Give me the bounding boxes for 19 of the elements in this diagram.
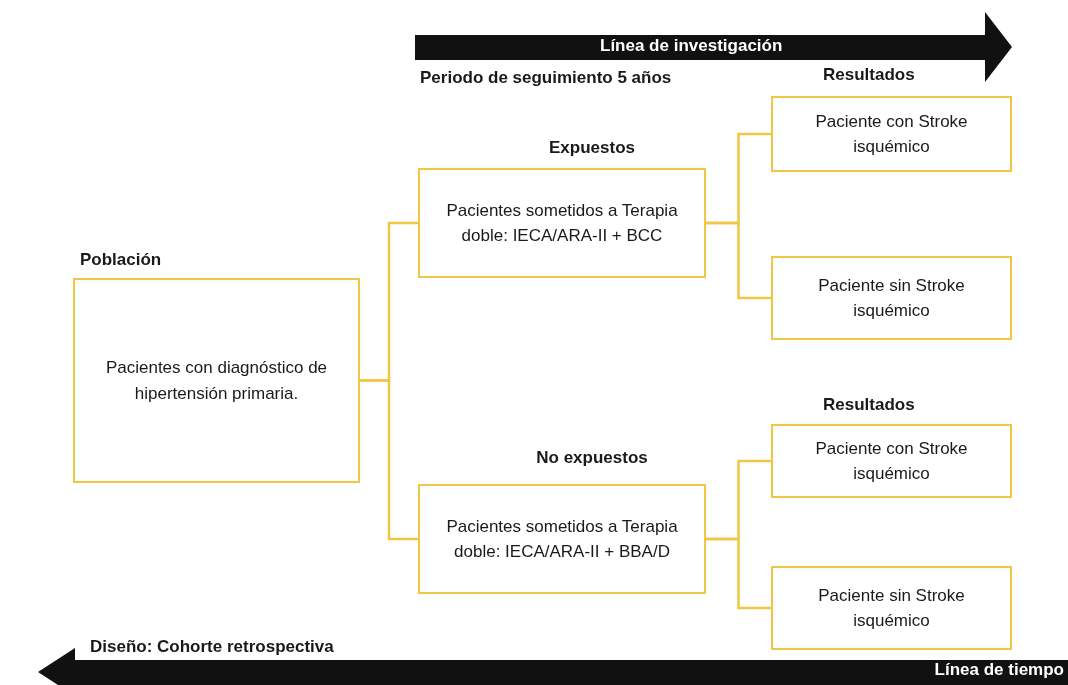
results-heading: Resultados [823,65,915,85]
process-box: Paciente sin Stroke isquémico [771,566,1012,650]
group-heading: Población [80,250,162,270]
period-label: Periodo de seguimiento 5 años [420,68,672,88]
connector-line [706,221,771,300]
results-heading: Resultados [823,395,915,415]
process-box: Paciente con Stroke isquémico [771,424,1012,498]
design-label: Diseño: Cohorte retrospectiva [90,637,334,657]
process-box: Paciente con Stroke isquémico [771,96,1012,172]
group-heading: No expuestos [536,448,648,468]
arrow-label: Línea de investigación [600,36,783,56]
arrow-label: Línea de tiempo [934,660,1064,680]
group-heading: Expuestos [549,138,635,158]
process-box: Pacientes sometidos a Terapia doble: IECA/ARA-II + BBA/D [418,484,706,594]
process-box: Pacientes sometidos a Terapia doble: IECA/ARA-II + BCC [418,168,706,278]
connector-line [360,379,418,541]
process-box: Paciente sin Stroke isquémico [771,256,1012,340]
connector-line [706,537,771,610]
process-box: Pacientes con diagnóstico de hipertensión primaria. [73,278,360,483]
